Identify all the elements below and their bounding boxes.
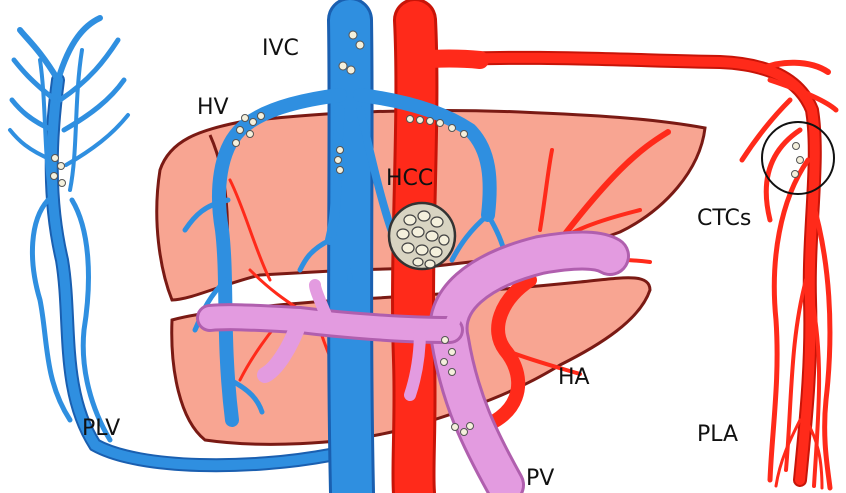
label-hcc: HCC xyxy=(386,168,433,190)
label-ha: HA xyxy=(558,367,590,389)
label-pv: PV xyxy=(526,468,554,490)
label-plv: PLV xyxy=(82,418,120,440)
label-ctcs: CTCs xyxy=(697,208,751,230)
label-ivc: IVC xyxy=(262,38,299,60)
hcc-tumor xyxy=(389,203,455,269)
label-hv: HV xyxy=(197,97,229,119)
inferior-vena-cava xyxy=(350,20,352,493)
label-pla: PLA xyxy=(697,424,738,446)
